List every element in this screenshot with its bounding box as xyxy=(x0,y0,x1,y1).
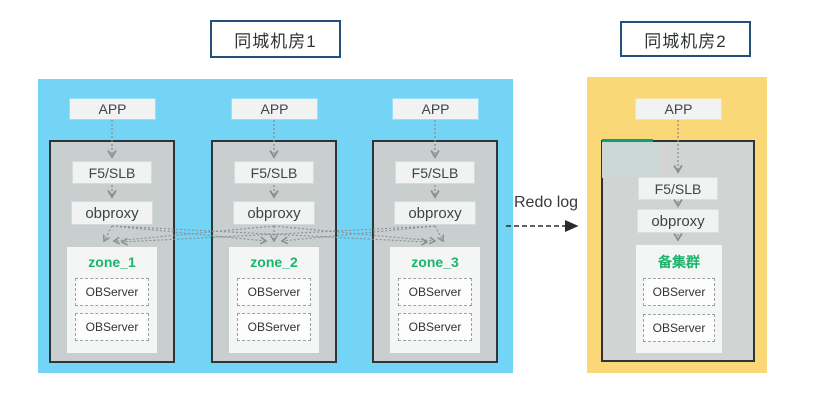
zone2-label: zone_2 xyxy=(250,254,298,270)
slb-label: F5/SLB xyxy=(411,164,459,181)
obproxy-label: obproxy xyxy=(651,212,705,230)
observer-label: OBServer xyxy=(247,285,301,299)
slb-node: F5/SLB xyxy=(73,162,151,183)
slb-label: F5/SLB xyxy=(88,164,136,181)
app-label: APP xyxy=(98,101,127,117)
slb-node: F5/SLB xyxy=(235,162,313,183)
observer-label: OBServer xyxy=(652,321,706,335)
app-node: APP xyxy=(70,99,155,119)
app-label: APP xyxy=(421,101,450,117)
datacenter1-title-label: 同城机房1 xyxy=(234,31,317,51)
datacenter2-title: 同城机房2 xyxy=(620,21,751,57)
observer-label: OBServer xyxy=(85,320,139,334)
slb-label: F5/SLB xyxy=(654,180,702,197)
observer-box: OBServer xyxy=(237,278,311,306)
app-node: APP xyxy=(636,99,721,119)
observer-label: OBServer xyxy=(408,285,462,299)
observer-box: OBServer xyxy=(75,278,149,306)
obproxy-node: obproxy xyxy=(395,202,475,224)
standby-cluster-box: 备集群 OBServer OBServer xyxy=(636,245,722,353)
obproxy-node: obproxy xyxy=(72,202,152,224)
observer-box: OBServer xyxy=(398,278,472,306)
observer-box: OBServer xyxy=(398,313,472,341)
zone1-label: zone_1 xyxy=(88,254,136,270)
standby-cluster-label: 备集群 xyxy=(658,254,700,270)
zone2-box: zone_2 OBServer OBServer xyxy=(229,247,319,353)
observer-label: OBServer xyxy=(85,285,139,299)
obproxy-node: obproxy xyxy=(638,210,718,232)
datacenter1-title: 同城机房1 xyxy=(210,20,341,58)
observer-label: OBServer xyxy=(247,320,301,334)
corner-highlight-rect xyxy=(602,142,659,178)
app-node: APP xyxy=(393,99,478,119)
app-label: APP xyxy=(260,101,289,117)
obproxy-label: obproxy xyxy=(408,204,462,222)
observer-label: OBServer xyxy=(652,285,706,299)
redo-log-label: Redo log xyxy=(514,194,579,211)
observer-box: OBServer xyxy=(237,313,311,341)
slb-node: F5/SLB xyxy=(639,178,717,199)
obproxy-label: obproxy xyxy=(85,204,139,222)
app-node: APP xyxy=(232,99,317,119)
obproxy-node: obproxy xyxy=(234,202,314,224)
observer-box: OBServer xyxy=(643,278,715,306)
observer-label: OBServer xyxy=(408,320,462,334)
app-label: APP xyxy=(664,101,693,117)
slb-label: F5/SLB xyxy=(250,164,298,181)
zone1-box: zone_1 OBServer OBServer xyxy=(67,247,157,353)
obproxy-label: obproxy xyxy=(247,204,301,222)
observer-box: OBServer xyxy=(643,314,715,342)
teal-accent-line xyxy=(602,139,653,142)
zone3-box: zone_3 OBServer OBServer xyxy=(390,247,480,353)
datacenter2-title-label: 同城机房2 xyxy=(644,31,727,51)
zone3-label: zone_3 xyxy=(411,254,459,270)
slb-node: F5/SLB xyxy=(396,162,474,183)
observer-box: OBServer xyxy=(75,313,149,341)
